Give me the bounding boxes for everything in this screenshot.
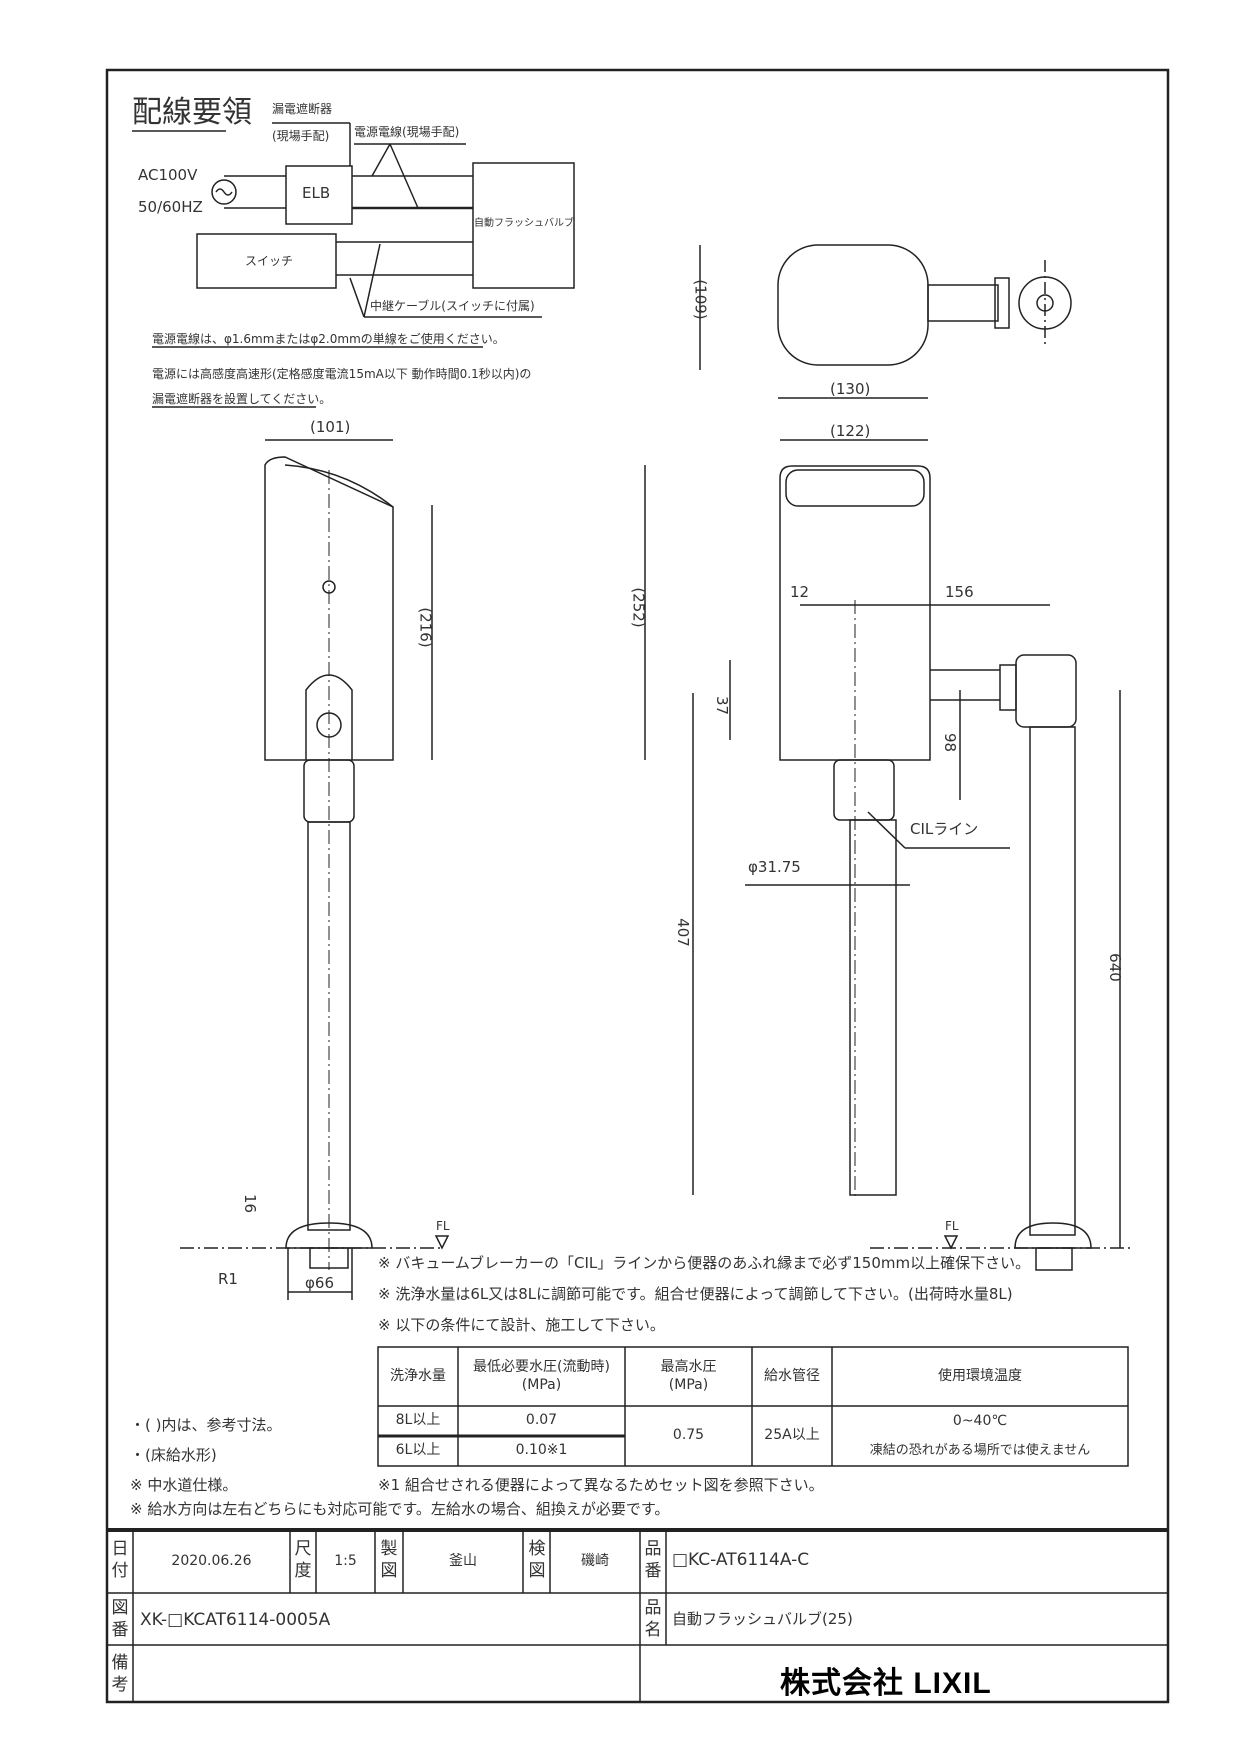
- footnote-2: ※ 給水方向は左右どちらにも対応可能です。左給水の場合、組換えが必要です。: [130, 1500, 670, 1518]
- row-pressure-6l: 0.10※1: [515, 1442, 568, 1459]
- switch-label: スイッチ: [245, 254, 294, 268]
- elcb-label: 漏電遮断器: [272, 102, 333, 116]
- dim-16: 16: [241, 1193, 260, 1214]
- row-volume-8l: 8L以上: [395, 1412, 441, 1429]
- dim-side-height: (216): [416, 607, 435, 648]
- cil-line-label: CILライン: [910, 820, 979, 838]
- drawn-label: 製図: [380, 1539, 398, 1581]
- dim-640: 640: [1105, 953, 1124, 982]
- ac-voltage: AC100V: [138, 166, 198, 184]
- remarks-label: 備考: [111, 1653, 129, 1695]
- elcb-note: (現場手配): [272, 129, 330, 143]
- footnote-1: ※1 組合せされる便器によって異なるためセット図を参照下さい。: [378, 1476, 824, 1494]
- side-note-1: ・( )内は、参考寸法。: [130, 1416, 282, 1434]
- note-3: ※ 以下の条件にて設計、施工して下さい。: [378, 1316, 665, 1334]
- side-note-3: ※ 中水道仕様。: [130, 1476, 238, 1494]
- dim-side-width: (101): [310, 418, 351, 436]
- dim-407: 407: [673, 918, 692, 947]
- valve-label: 自動フラッシュバルブ: [474, 218, 574, 229]
- pipe-size-value: 25A以上: [764, 1427, 820, 1444]
- note-1: ※ バキュームブレーカーの「CIL」ラインから便器のあふれ縁まで必ず150mm以…: [378, 1254, 1031, 1272]
- date-label: 日付: [111, 1539, 129, 1581]
- dim-37: 37: [713, 695, 732, 716]
- relay-cable-label: 中継ケーブル(スイッチに付属): [370, 299, 535, 313]
- th-max-pressure: 最高水圧 (MPa): [660, 1359, 717, 1393]
- dim-98: 98: [941, 732, 960, 753]
- product-label: 品名: [644, 1598, 662, 1640]
- dim-r1: R1: [218, 1270, 238, 1288]
- max-pressure-value: 0.75: [672, 1427, 705, 1444]
- temp-note: 凍結の恐れがある場所では使えません: [869, 1442, 1091, 1458]
- base-diameter: φ66: [305, 1274, 334, 1292]
- drawn-by: 釜山: [449, 1552, 477, 1569]
- product-name: 自動フラッシュバルブ(25): [672, 1610, 853, 1628]
- temp-value: 0~40℃: [952, 1413, 1008, 1430]
- row-volume-6l: 6L以上: [395, 1442, 441, 1459]
- drawing-no-value: XK-□KCAT6114-0005A: [140, 1610, 331, 1630]
- dim-offset-156: 156: [945, 583, 974, 601]
- checked-by: 磯崎: [581, 1552, 609, 1569]
- drawing-no-label: 図番: [111, 1598, 129, 1640]
- power-wire-label: 電源電線(現場手配): [354, 125, 460, 139]
- floor-level-right: FL: [945, 1219, 959, 1233]
- dim-front-width: (122): [830, 422, 871, 440]
- ac-frequency: 50/60HZ: [138, 198, 203, 216]
- part-no-value: □KC-AT6114A-C: [672, 1550, 810, 1570]
- elb-label: ELB: [302, 184, 331, 202]
- part-no-label: 品番: [644, 1539, 662, 1581]
- wiring-note-2: 電源には高感度高速形(定格感度電流15mA以下 動作時間0.1秒以内)の: [152, 367, 532, 381]
- pipe-diameter: φ31.75: [748, 858, 801, 876]
- dim-top-depth: (109): [691, 279, 710, 320]
- side-note-2: ・(床給水形): [130, 1446, 217, 1464]
- dim-top-width: (130): [830, 380, 871, 398]
- checked-label: 検図: [528, 1539, 546, 1581]
- wiring-title: 配線要領: [132, 95, 252, 130]
- wiring-note-1: 電源電線は、φ1.6mmまたはφ2.0mmの単線をご使用ください。: [152, 332, 505, 346]
- floor-level-left: FL: [436, 1219, 450, 1233]
- scale-value: 1:5: [334, 1552, 357, 1569]
- row-pressure-8l: 0.07: [525, 1412, 558, 1429]
- th-temp: 使用環境温度: [938, 1367, 1022, 1384]
- scale-label: 尺度: [294, 1539, 312, 1581]
- note-2: ※ 洗浄水量は6L又は8Lに調節可能です。組合せ便器によって調節して下さい。(出…: [378, 1285, 1013, 1303]
- dim-offset-12: 12: [790, 583, 810, 601]
- wiring-note-3: 漏電遮断器を設置してください。: [152, 392, 332, 406]
- dim-total-height: (252): [629, 587, 648, 628]
- th-min-pressure: 最低必要水圧(流動時) (MPa): [473, 1359, 610, 1393]
- th-volume: 洗浄水量: [390, 1367, 446, 1384]
- th-pipe-size: 給水管径: [764, 1367, 820, 1384]
- date-value: 2020.06.26: [171, 1552, 252, 1569]
- company-logo: 株式会社 LIXIL: [780, 1667, 992, 1700]
